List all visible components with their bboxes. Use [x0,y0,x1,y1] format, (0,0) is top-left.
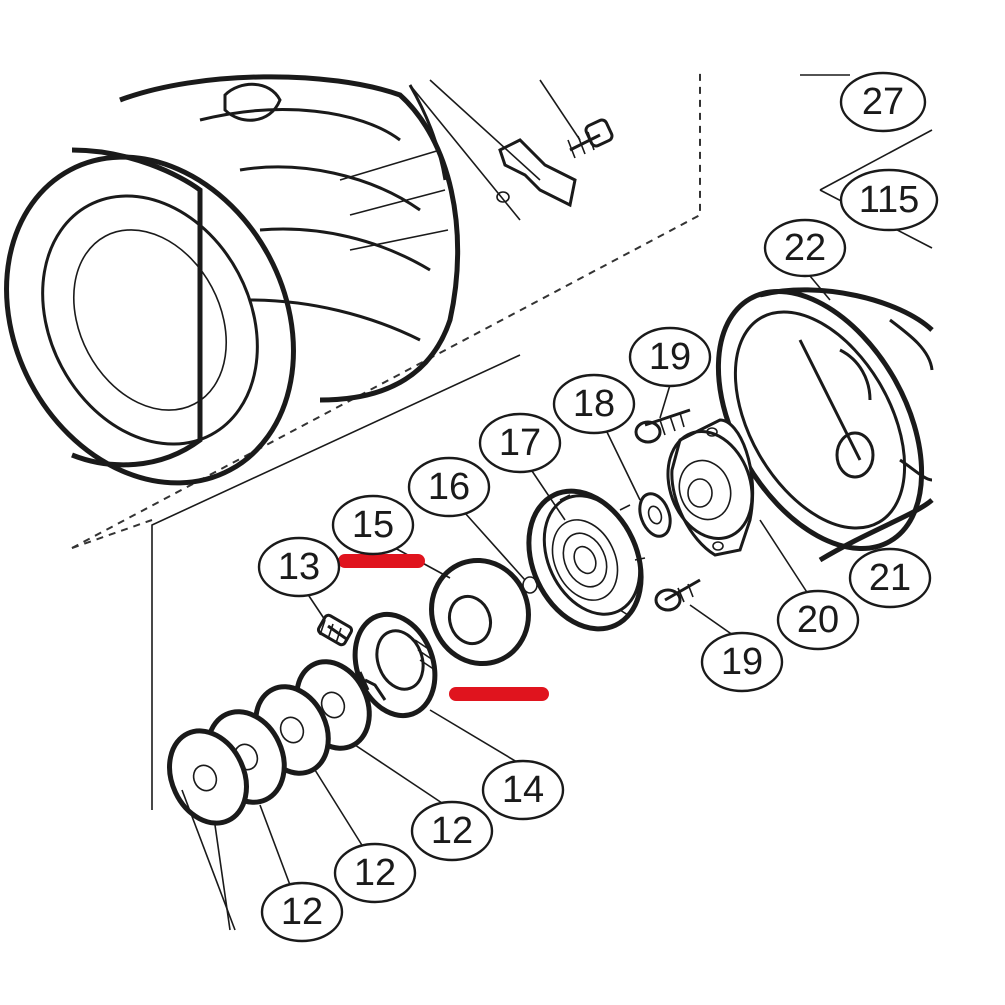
callout-19-lower: 19 [700,631,784,693]
callout-115: 115 [839,168,939,232]
callout-27: 27 [839,71,927,133]
callout-12-c-label: 12 [281,891,323,933]
callout-13-label: 13 [278,546,320,588]
callout-16-label: 16 [428,466,470,508]
callout-14-label: 14 [502,769,544,811]
callout-12-b: 12 [333,842,417,904]
callout-21: 21 [848,547,932,609]
callout-18: 18 [552,373,636,435]
callout-17: 17 [478,412,562,474]
callout-18-label: 18 [573,383,615,425]
callout-12-a: 12 [410,800,494,862]
callout-15-label: 15 [352,504,394,546]
collar-part-14 [352,611,438,719]
callout-19-upper: 19 [628,326,712,388]
washer-part-18 [638,492,672,538]
callout-16: 16 [407,456,491,518]
callout-19-lower-label: 19 [721,641,763,683]
washer-part-12-4 [167,728,249,826]
gear-part-17 [526,488,646,632]
callout-20-label: 20 [797,599,839,641]
spool-clip-part [409,79,614,221]
callout-14: 14 [481,759,565,821]
callout-21-label: 21 [869,557,911,599]
callout-17-label: 17 [499,422,541,464]
bushing-part-15 [429,557,531,667]
callout-15: 15 [331,494,415,556]
drag-plate-part [666,418,755,557]
callout-20: 20 [776,589,860,651]
callout-27-label: 27 [862,81,904,123]
callout-22: 22 [763,218,847,278]
callout-115-label: 115 [859,179,920,221]
callout-12-a-label: 12 [431,810,473,852]
set-screw-part-13 [316,613,354,647]
callout-12-b-label: 12 [354,852,396,894]
screw-part-lower [654,578,701,612]
callout-22-label: 22 [784,227,826,269]
spool-part [4,74,461,486]
callout-12-c: 12 [260,881,344,943]
callout-13: 13 [257,536,341,598]
dashed-guide-box [71,70,701,549]
callout-19-upper-label: 19 [649,336,691,378]
pin-part-16 [522,576,538,594]
screw-part-upper [634,408,691,444]
